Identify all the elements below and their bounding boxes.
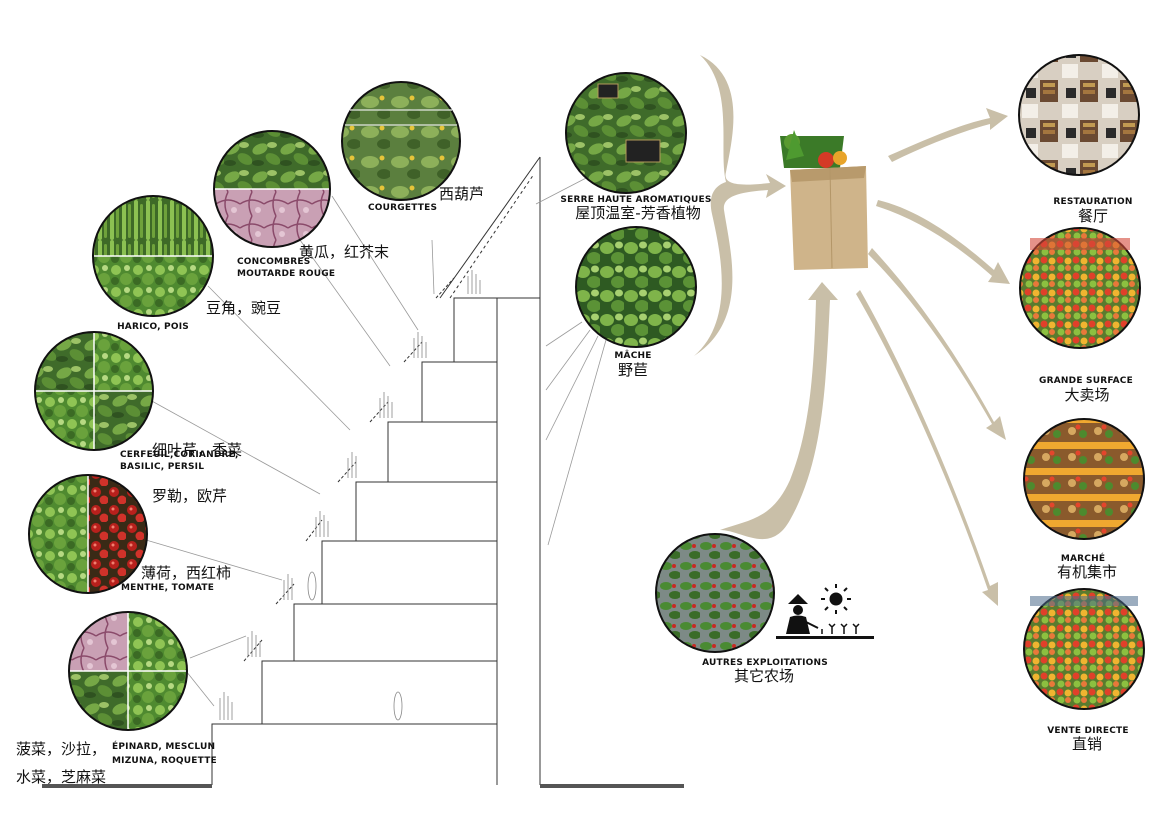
crop-label-fr-mint-tomato: MENTHE, TOMATE — [121, 583, 215, 593]
crop-label-zh-mint-tomato: 薄荷，西红柿 — [141, 564, 232, 582]
crop-label-fr-herbs: CERFEUIL,CORIANDRE, BASILIC, PERSIL — [120, 450, 239, 472]
crop-label-fr-cucumber: CONCOMBRES MOUTARDE ROUGE — [237, 257, 336, 279]
crop-label-zh-beans-peas: 豆角，豌豆 — [206, 299, 282, 317]
farmer-icon — [776, 594, 874, 639]
crop-label-zh-spinach: 菠菜，沙拉， 水菜，芝麻菜 — [16, 740, 107, 786]
grocery-bag-icon — [780, 130, 868, 270]
leader-lines — [145, 175, 607, 707]
crop-circle-spinach — [69, 612, 187, 730]
flow-arrows — [694, 55, 1010, 606]
crop-circle-courgettes — [341, 81, 461, 201]
outlet-circle-supermarket — [1019, 227, 1141, 349]
crop-label-fr-courgettes: COURGETTES — [368, 203, 438, 213]
crop-circle-herbs — [35, 332, 153, 450]
other-farms-circle — [655, 533, 775, 653]
crop-label-zh-courgettes: 西葫芦 — [439, 185, 485, 203]
sun-icon — [821, 584, 851, 614]
greenhouse-circle-aromatics — [565, 72, 687, 194]
crop-label-zh-herbs: 细叶芹，香菜 罗勒，欧芹 — [152, 441, 243, 505]
crop-label-zh-cucumber: 黄瓜，红芥末 — [299, 243, 390, 261]
building-section — [211, 156, 541, 785]
step-plants — [219, 270, 481, 721]
greenhouse-circle-mache — [575, 226, 697, 348]
crop-label-fr-spinach: ÉPINARD, MESCLUN MIZUNA, ROQUETTE — [112, 742, 217, 766]
outlet-circle-market — [1023, 418, 1145, 540]
outlet-circle-direct-sale — [1023, 588, 1145, 710]
outlet-circle-restaurant — [1018, 54, 1140, 176]
